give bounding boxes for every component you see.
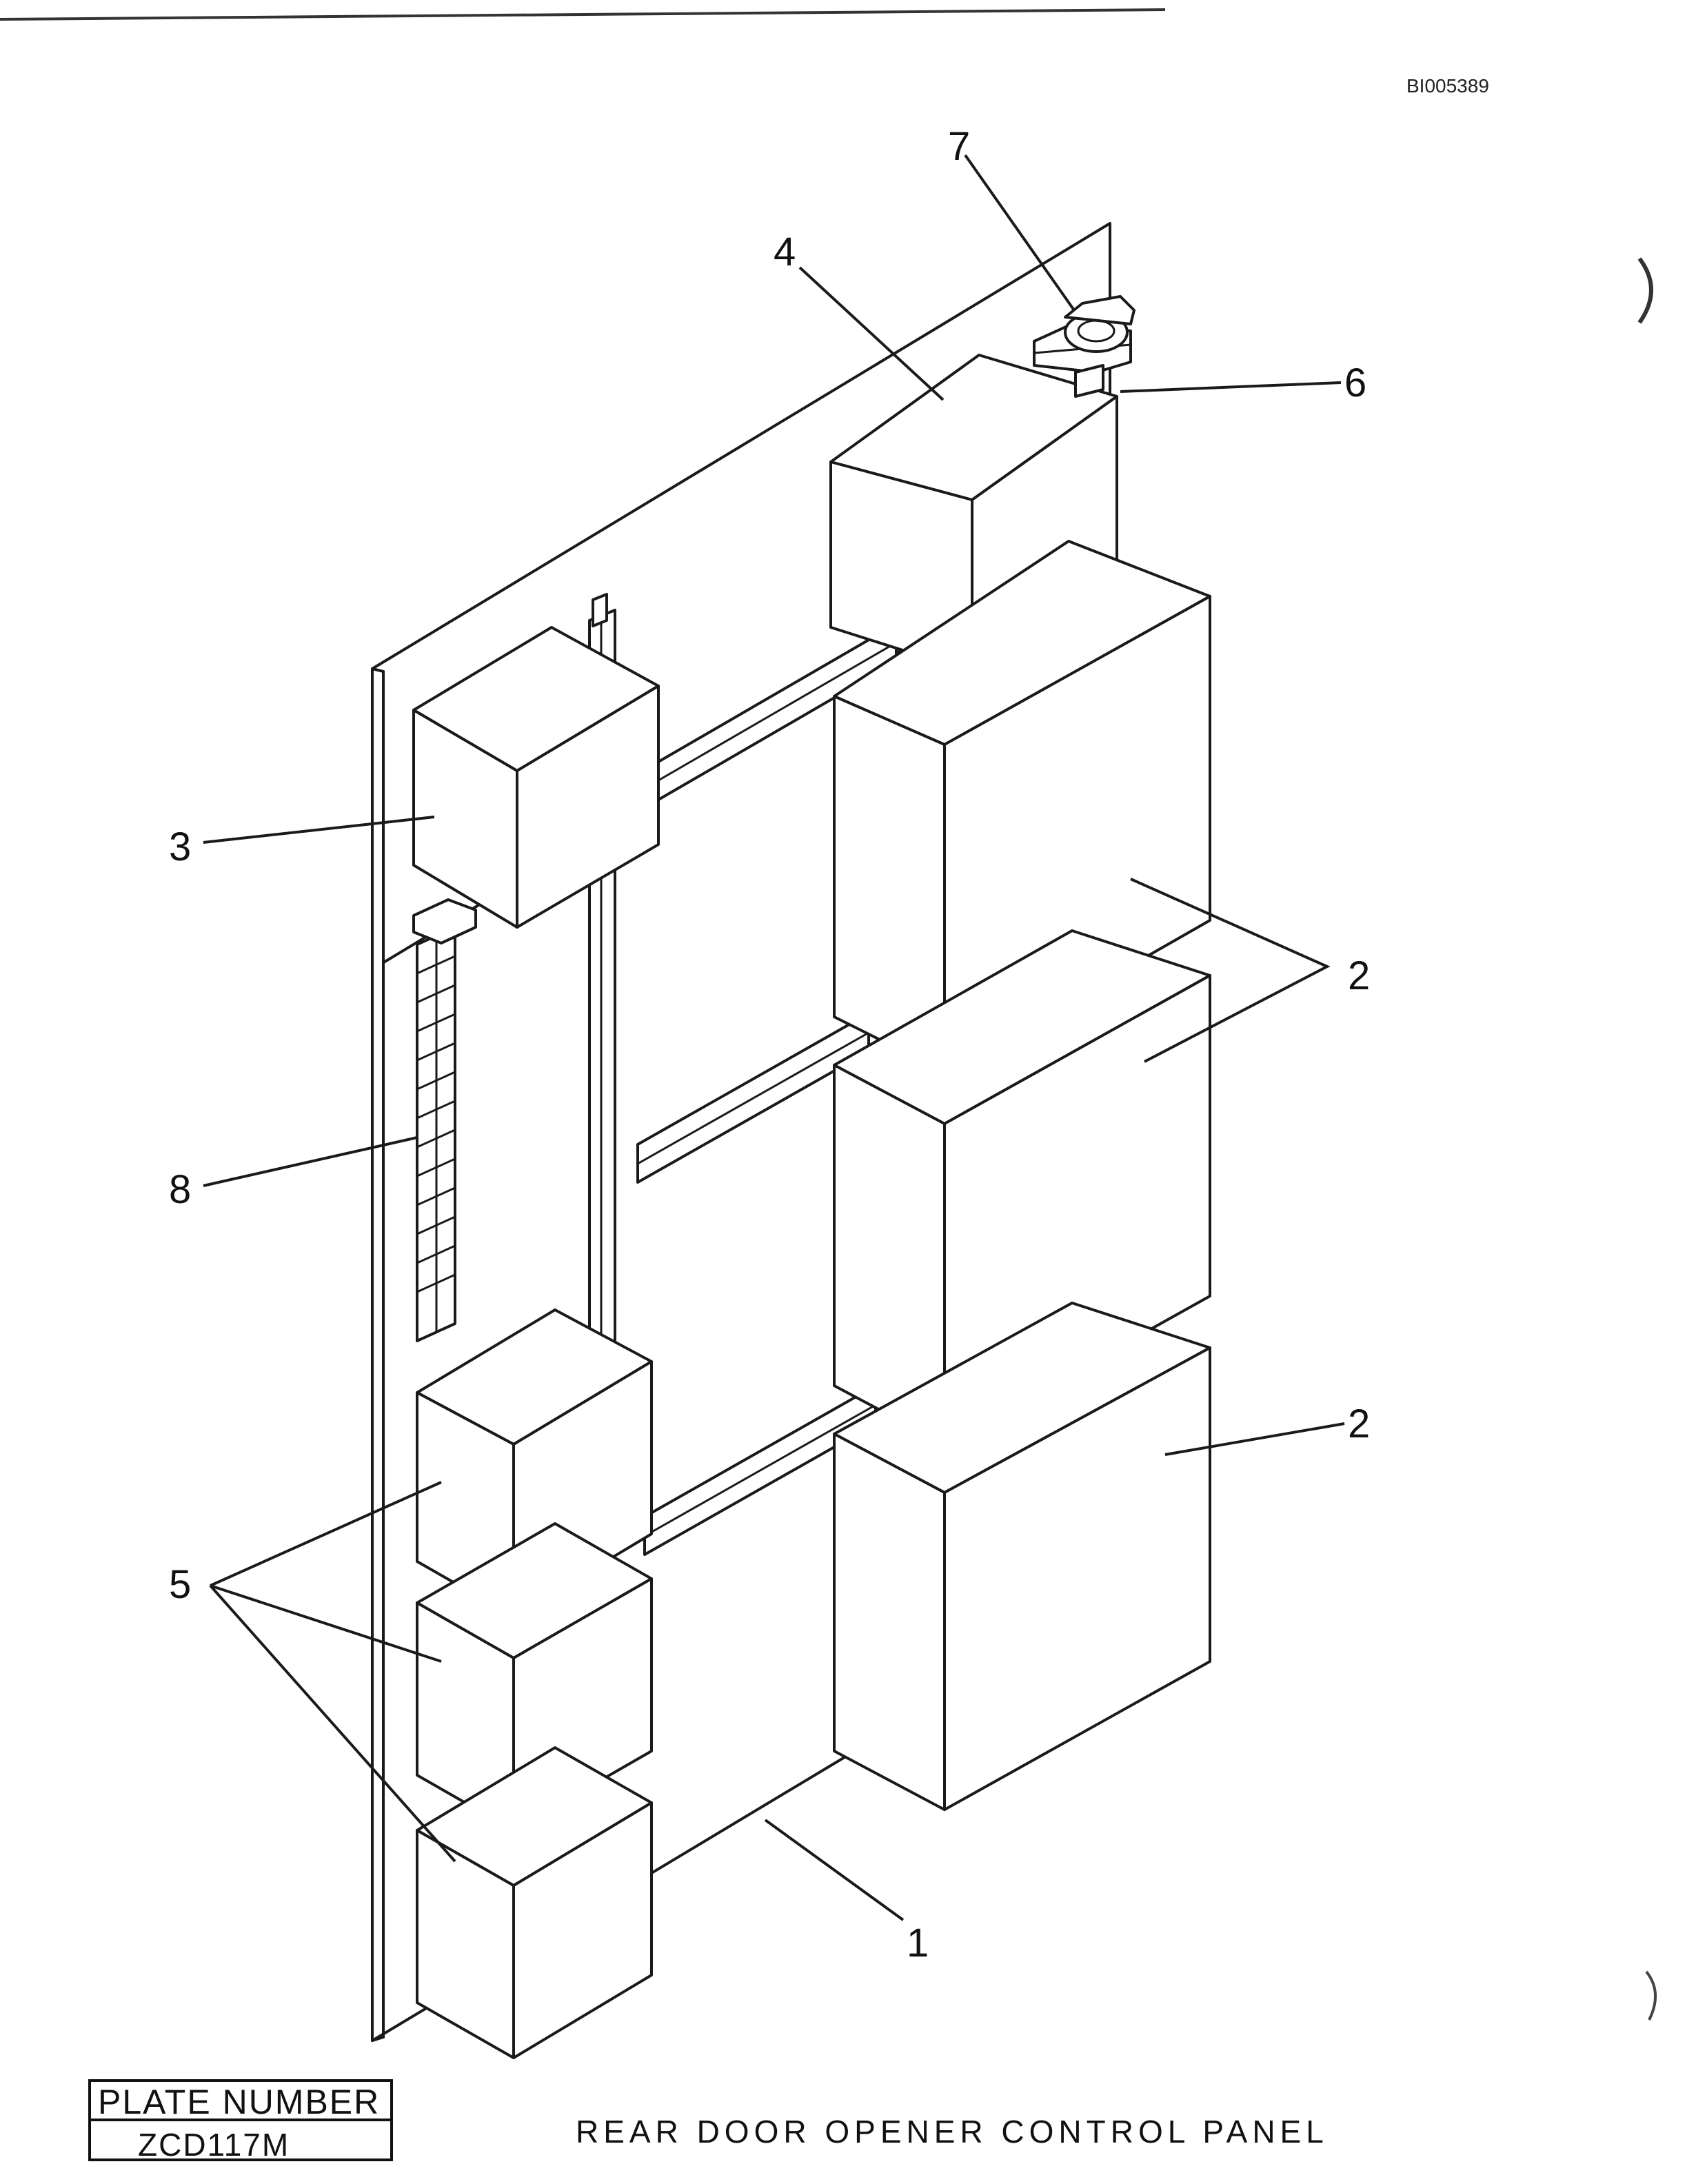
small-module-5-middle: [416, 1522, 653, 1832]
callout-3: 3: [169, 825, 191, 869]
callout-5: 5: [169, 1562, 191, 1607]
large-module-2-bottom: [833, 1302, 1211, 1811]
top-edge-rule: [0, 8, 1166, 21]
diagram-title: REAR DOOR OPENER CONTROL PANEL: [576, 2114, 1329, 2150]
document-id: BI005389: [1406, 75, 1489, 97]
leader-lines: [203, 154, 1345, 1921]
callout-4: 4: [774, 230, 796, 274]
callout-2-upper: 2: [1348, 953, 1370, 998]
terminal-block-strip: [412, 898, 477, 1342]
callout-7: 7: [948, 124, 970, 169]
scan-edge-marks: [1637, 257, 1657, 2021]
callout-1: 1: [907, 1921, 929, 1965]
callout-6: 6: [1344, 361, 1366, 405]
plate-label: PLATE NUMBER: [98, 2083, 380, 2121]
callout-2-lower: 2: [1348, 1402, 1370, 1446]
plate-number: ZCD117M: [138, 2127, 290, 2163]
small-module-5-lower: [416, 1746, 653, 2059]
grommet-7: [1064, 295, 1135, 353]
callout-8: 8: [169, 1167, 191, 1212]
plate-number-box: PLATE NUMBER ZCD117M: [88, 2079, 393, 2163]
small-module-3: [412, 626, 660, 929]
